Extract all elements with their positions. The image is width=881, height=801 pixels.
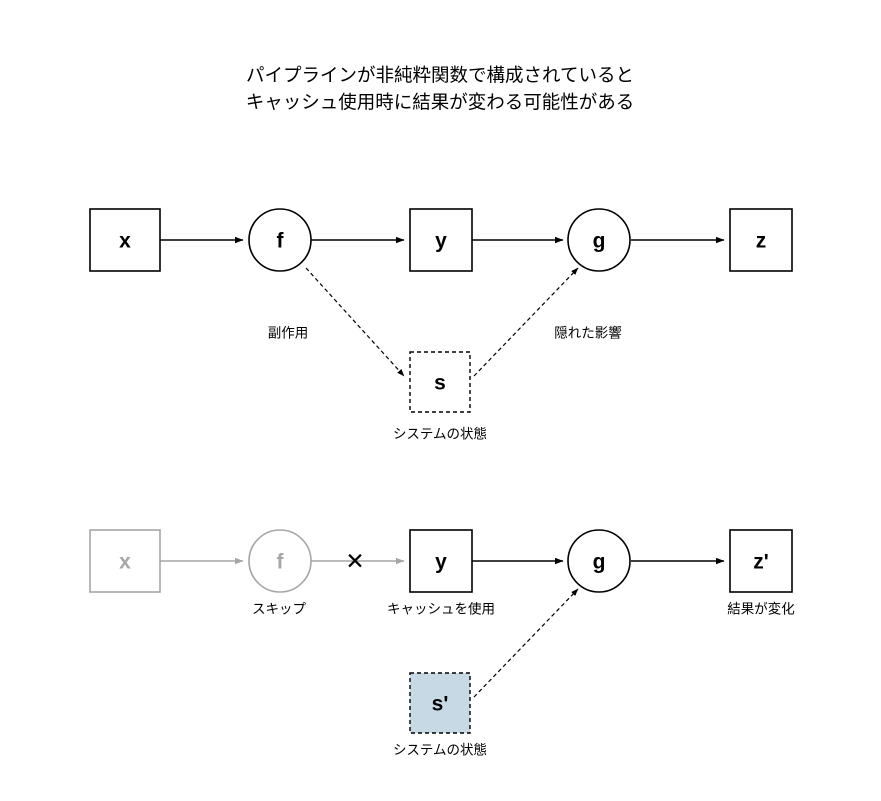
node-s-prime-system-state[interactable]: s' <box>409 672 471 734</box>
node-f-label: f <box>277 230 285 253</box>
edge-f-to-s-side-effect <box>305 267 405 377</box>
node-y-box[interactable] <box>409 208 473 272</box>
node-y-cached[interactable]: y <box>409 529 473 593</box>
node-z-box[interactable] <box>729 208 793 272</box>
node-s-prime-label: s' <box>432 693 449 716</box>
node-g-cached-circle[interactable] <box>567 529 631 593</box>
node-x-skipped-box[interactable] <box>89 529 161 593</box>
node-g[interactable]: g <box>567 208 631 272</box>
node-s-label: s <box>434 372 446 395</box>
node-z-prime[interactable]: z' <box>729 529 793 593</box>
row-cached-pipeline: x f ✕ y g z' <box>89 529 795 758</box>
node-x-skipped-label: x <box>119 551 131 574</box>
node-x-label: x <box>119 230 131 253</box>
node-y-cached-label: y <box>435 551 447 574</box>
node-y[interactable]: y <box>409 208 473 272</box>
node-f-skipped-circle[interactable] <box>248 529 312 593</box>
node-z-prime-box[interactable] <box>729 529 793 593</box>
node-f-circle[interactable] <box>248 208 312 272</box>
diagram-title: パイプラインが非純粋関数で構成されていると キャッシュ使用時に結果が変わる可能性… <box>246 65 635 113</box>
node-g-cached[interactable]: g <box>567 529 631 593</box>
node-x-box[interactable] <box>89 208 161 272</box>
node-s-system-state[interactable]: s <box>409 351 471 413</box>
label-hidden-influence: 隠れた影響 <box>554 325 622 341</box>
cut-mark-icon: ✕ <box>345 548 364 574</box>
row-impure-pipeline: x f y g z <box>89 208 793 442</box>
edge-s-to-g-hidden-influence <box>473 267 579 377</box>
node-g-label: g <box>593 230 606 253</box>
node-y-cached-box[interactable] <box>409 529 473 593</box>
caption-system-state-impure: システムの状態 <box>393 427 487 442</box>
node-f-skipped[interactable]: f <box>248 529 312 593</box>
node-s-box[interactable] <box>409 351 471 413</box>
node-x[interactable]: x <box>89 208 161 272</box>
node-x-skipped[interactable]: x <box>89 529 161 593</box>
node-y-label: y <box>435 230 447 253</box>
caption-result-changed: 結果が変化 <box>727 601 795 617</box>
node-g-cached-label: g <box>593 551 606 574</box>
node-z[interactable]: z <box>729 208 793 272</box>
caption-system-state-cached: システムの状態 <box>393 743 487 758</box>
node-g-circle[interactable] <box>567 208 631 272</box>
title-line-2: キャッシュ使用時に結果が変わる可能性がある <box>246 92 635 113</box>
node-z-prime-label: z' <box>753 551 769 574</box>
node-z-label: z <box>756 230 767 253</box>
title-line-1: パイプラインが非純粋関数で構成されていると <box>246 65 634 86</box>
node-s-prime-box[interactable] <box>409 672 471 734</box>
caption-skip: スキップ <box>252 602 306 617</box>
caption-use-cache: キャッシュを使用 <box>387 601 495 617</box>
node-f[interactable]: f <box>248 208 312 272</box>
label-side-effect: 副作用 <box>268 326 309 341</box>
node-f-skipped-label: f <box>277 551 285 574</box>
edge-s2-to-g2-hidden-influence <box>473 588 579 698</box>
